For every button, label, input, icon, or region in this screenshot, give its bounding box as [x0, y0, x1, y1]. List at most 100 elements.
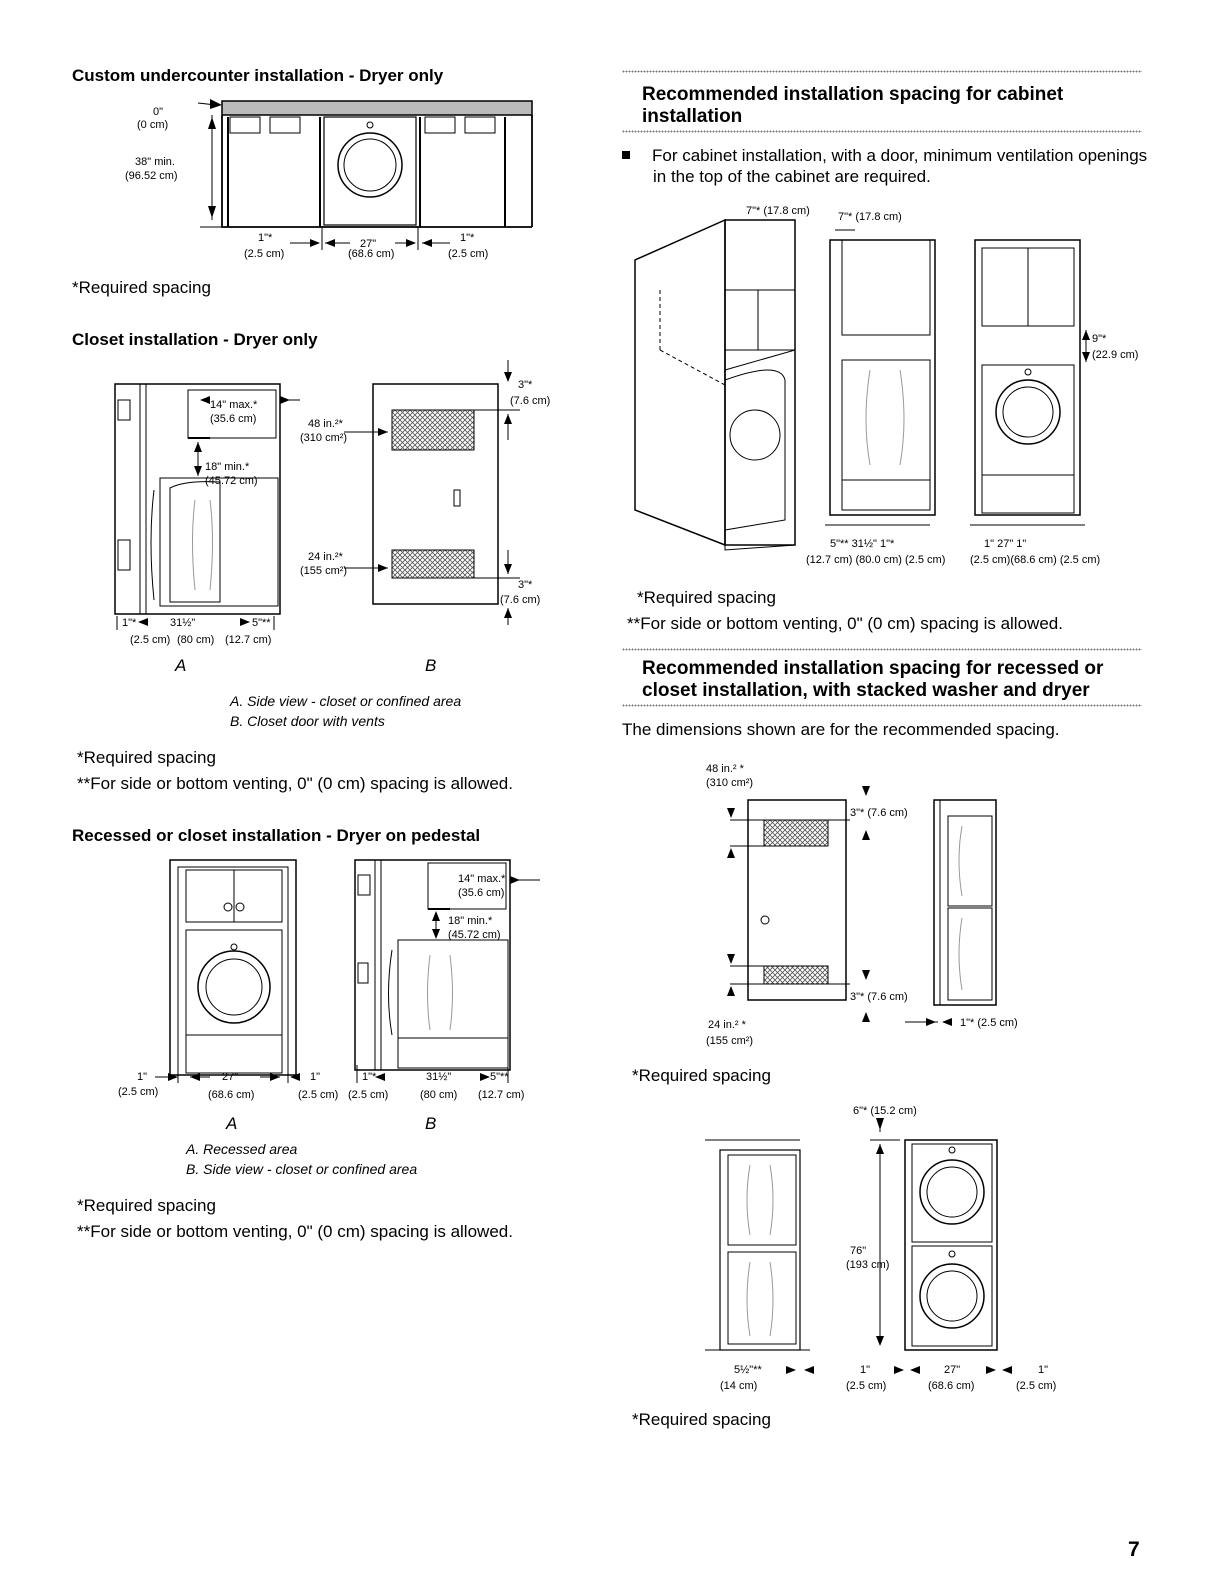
stacked-note2: *Required spacing	[632, 1410, 771, 1429]
uc-top-cm: (0 cm)	[137, 119, 168, 131]
st-gap-bot: 3"* (7.6 cm)	[850, 991, 908, 1003]
pd-a3-in: 1"	[310, 1071, 320, 1083]
cl-min-in: 18" min.*	[205, 461, 250, 473]
cl-b1-in: 1"*	[122, 617, 137, 629]
cl-gap-bot-in: 3"*	[518, 579, 533, 591]
pd-min-in: 18" min.*	[448, 915, 493, 927]
bullet-square-icon	[622, 151, 630, 159]
cl-gap-top-cm: (7.6 cm)	[510, 395, 550, 407]
cabinet-rule-top	[622, 70, 1142, 73]
stacked-rule-bottom	[622, 704, 1142, 707]
cl-max-cm: (35.6 cm)	[210, 413, 256, 425]
st2-s-cm: (14 cm)	[720, 1380, 757, 1392]
cl-b1-cm: (2.5 cm)	[130, 634, 170, 646]
cl-b3-in: 5"**	[252, 617, 271, 629]
pd-a2-in: 27"	[222, 1071, 238, 1083]
st2-h-in: 76"	[850, 1245, 866, 1257]
pd-b2-in: 31½"	[426, 1071, 451, 1083]
pedestal-diagram: 1" (2.5 cm) 27" (68.6 cm) 1" (2.5 cm) 14…	[118, 859, 540, 1101]
cl-b2-cm: (80 cm)	[177, 634, 214, 646]
cl-vent-bot-cm: (155 cm²)	[300, 565, 347, 577]
pd-max-cm: (35.6 cm)	[458, 887, 504, 899]
st-vent-bot-cm: (155 cm²)	[706, 1035, 753, 1047]
cabinet-note2: **For side or bottom venting, 0" (0 cm) …	[627, 614, 1063, 633]
st2-a2-cm: (68.6 cm)	[928, 1380, 974, 1392]
stacked-note1: *Required spacing	[632, 1066, 771, 1085]
stacked-rule-top	[622, 648, 1142, 651]
st-vent-top-in: 48 in.² *	[706, 763, 745, 775]
pedestal-note2: **For side or bottom venting, 0" (0 cm) …	[77, 1222, 513, 1241]
pd-min-cm: (45.72 cm)	[448, 929, 501, 941]
pd-b2-cm: (80 cm)	[420, 1089, 457, 1101]
cab-row2-in: 1" 27" 1"	[984, 538, 1026, 550]
pd-a3-cm: (2.5 cm)	[298, 1089, 338, 1101]
st-gap-top: 3"* (7.6 cm)	[850, 807, 908, 819]
st2-a2-in: 27"	[944, 1364, 960, 1376]
pd-b3-in: 5"**	[490, 1071, 509, 1083]
pedestal-caption-a: A. Recessed area	[186, 1141, 298, 1157]
undercounter-title: Custom undercounter installation - Dryer…	[72, 66, 444, 85]
stacked-title: Recommended installation spacing for rec…	[642, 658, 1104, 701]
cabinet-rule-bottom	[622, 130, 1142, 133]
pedestal-note1: *Required spacing	[77, 1196, 216, 1215]
uc-r-cm: (2.5 cm)	[448, 248, 488, 260]
cl-vent-top-in: 48 in.²*	[308, 418, 344, 430]
closet-caption-b: B. Closet door with vents	[230, 713, 385, 729]
st2-a3-cm: (2.5 cm)	[1016, 1380, 1056, 1392]
stacked-diagram-1: 48 in.² * (310 cm²) 3"* (7.6 cm) 3"* (7.…	[706, 763, 1018, 1047]
pd-b1-cm: (2.5 cm)	[348, 1089, 388, 1101]
uc-h-cm: (96.52 cm)	[125, 170, 178, 182]
st2-a1-in: 1"	[860, 1364, 870, 1376]
st-vent-bot-in: 24 in.² *	[708, 1019, 747, 1031]
pd-max-in: 14" max.*	[458, 873, 506, 885]
closet-caption-a: A. Side view - closet or confined area	[230, 693, 462, 709]
pd-a2-cm: (68.6 cm)	[208, 1089, 254, 1101]
cl-vent-top-cm: (310 cm²)	[300, 432, 347, 444]
cab-top2: 7"* (17.8 cm)	[838, 211, 902, 223]
st2-h-cm: (193 cm)	[846, 1259, 889, 1271]
closet-title: Closet installation - Dryer only	[72, 330, 318, 349]
cl-vent-bot-in: 24 in.²*	[308, 551, 344, 563]
pd-a1-cm: (2.5 cm)	[118, 1086, 158, 1098]
uc-top-in: 0"	[153, 106, 163, 118]
cab-row1-in: 5"** 31½" 1"*	[830, 538, 895, 550]
st-side-gap: 1"* (2.5 cm)	[960, 1017, 1018, 1029]
pedestal-label-b: B	[425, 1114, 437, 1133]
cab-row1-cm: (12.7 cm) (80.0 cm) (2.5 cm)	[806, 554, 945, 566]
cabinet-note1: *Required spacing	[637, 588, 776, 607]
closet-note2: **For side or bottom venting, 0" (0 cm) …	[77, 774, 513, 793]
cabinet-bullet-text: For cabinet installation, with a door, m…	[652, 146, 1148, 186]
pedestal-title: Recessed or closet installation - Dryer …	[72, 826, 481, 845]
closet-diagram: 14" max.* (35.6 cm) 18" min.* (45.72 cm)…	[114, 360, 550, 646]
pd-b3-cm: (12.7 cm)	[478, 1089, 524, 1101]
cl-max-in: 14" max.*	[210, 399, 258, 411]
pd-b1-in: 1"*	[362, 1071, 377, 1083]
closet-label-a: A	[175, 656, 187, 675]
cabinet-diagram: 7"* (17.8 cm) 7"* (17.8 cm) 9"* (22.9 cm…	[634, 205, 1138, 566]
cab-side-in: 9"*	[1092, 333, 1107, 345]
stacked-diagram-2: 6"* (15.2 cm) 76" (193 cm) 5½"** (14 cm)…	[705, 1105, 1056, 1392]
uc-c-cm: (68.6 cm)	[348, 248, 394, 260]
cl-gap-top-in: 3"*	[518, 379, 533, 391]
cab-side-cm: (22.9 cm)	[1092, 349, 1138, 361]
closet-label-b: B	[425, 656, 437, 675]
cl-b2-in: 31½"	[170, 617, 195, 629]
cab-row2-cm: (2.5 cm)(68.6 cm) (2.5 cm)	[970, 554, 1100, 566]
cl-b3-cm: (12.7 cm)	[225, 634, 271, 646]
st2-top-gap: 6"* (15.2 cm)	[853, 1105, 917, 1117]
stacked-intro: The dimensions shown are for the recomme…	[622, 720, 1060, 739]
uc-l-in: 1"*	[258, 232, 273, 244]
uc-r-in: 1"*	[460, 232, 475, 244]
st2-a1-cm: (2.5 cm)	[846, 1380, 886, 1392]
page-number: 7	[1128, 1538, 1140, 1561]
uc-h-in: 38" min.	[135, 156, 175, 168]
uc-l-cm: (2.5 cm)	[244, 248, 284, 260]
st2-a3-in: 1"	[1038, 1364, 1048, 1376]
pedestal-caption-b: B. Side view - closet or confined area	[186, 1161, 418, 1177]
cl-min-cm: (45.72 cm)	[205, 475, 258, 487]
st2-s-in: 5½"**	[734, 1364, 762, 1376]
cab-top1: 7"* (17.8 cm)	[746, 205, 810, 217]
uc-c-in: 27"	[360, 238, 376, 250]
undercounter-diagram: 0" (0 cm) 38" min. (96.52 cm) 1"* (2.5 c…	[125, 99, 533, 260]
pd-a1-in: 1"	[137, 1071, 147, 1083]
